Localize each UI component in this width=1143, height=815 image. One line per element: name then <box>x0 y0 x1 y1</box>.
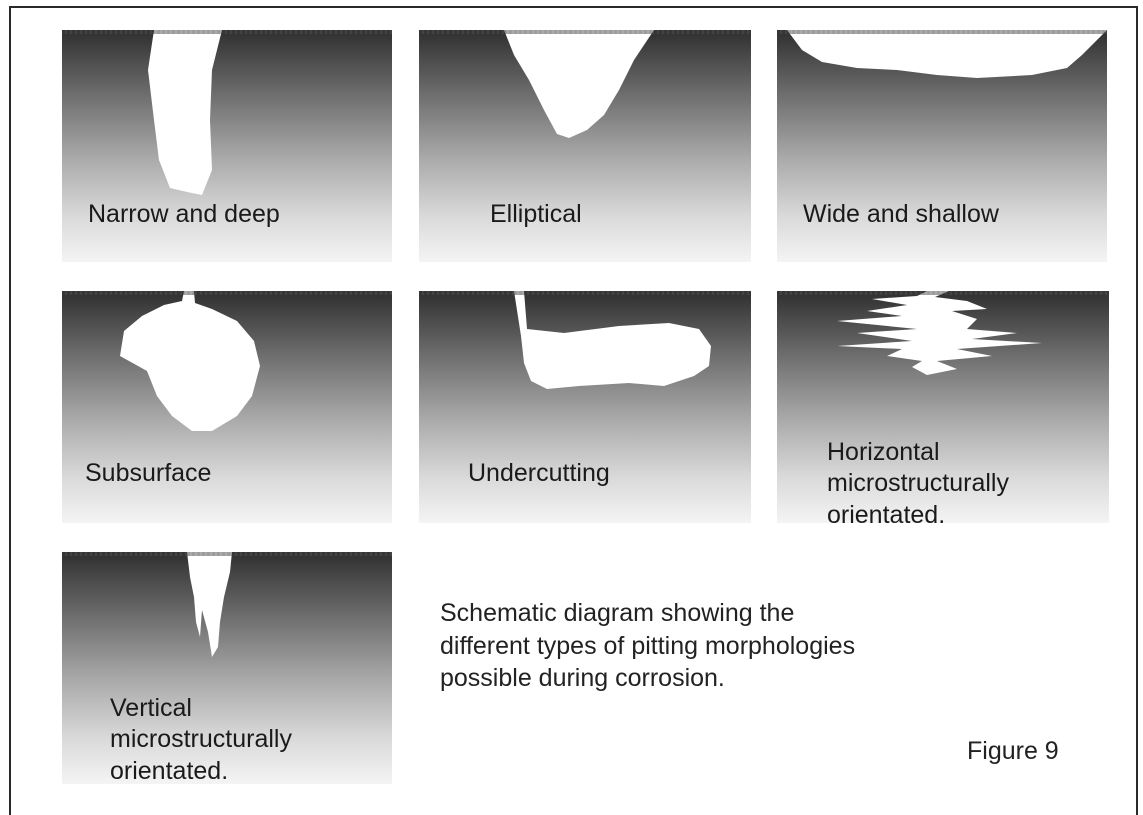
panel-elliptical <box>419 30 751 262</box>
label-narrow-and-deep: Narrow and deep <box>88 199 280 230</box>
pit-elliptical-shape <box>419 30 751 262</box>
label-undercutting: Undercutting <box>468 458 610 489</box>
label-wide-and-shallow: Wide and shallow <box>803 199 999 230</box>
figure-caption: Schematic diagram showing the different … <box>440 597 890 695</box>
figure-label: Figure 9 <box>967 735 1059 768</box>
label-vertical: Vertical microstructurally orientated. <box>110 693 292 787</box>
label-subsurface: Subsurface <box>85 458 211 489</box>
label-horizontal: Horizontal microstructurally orientated. <box>827 437 1009 531</box>
label-elliptical: Elliptical <box>490 199 582 230</box>
